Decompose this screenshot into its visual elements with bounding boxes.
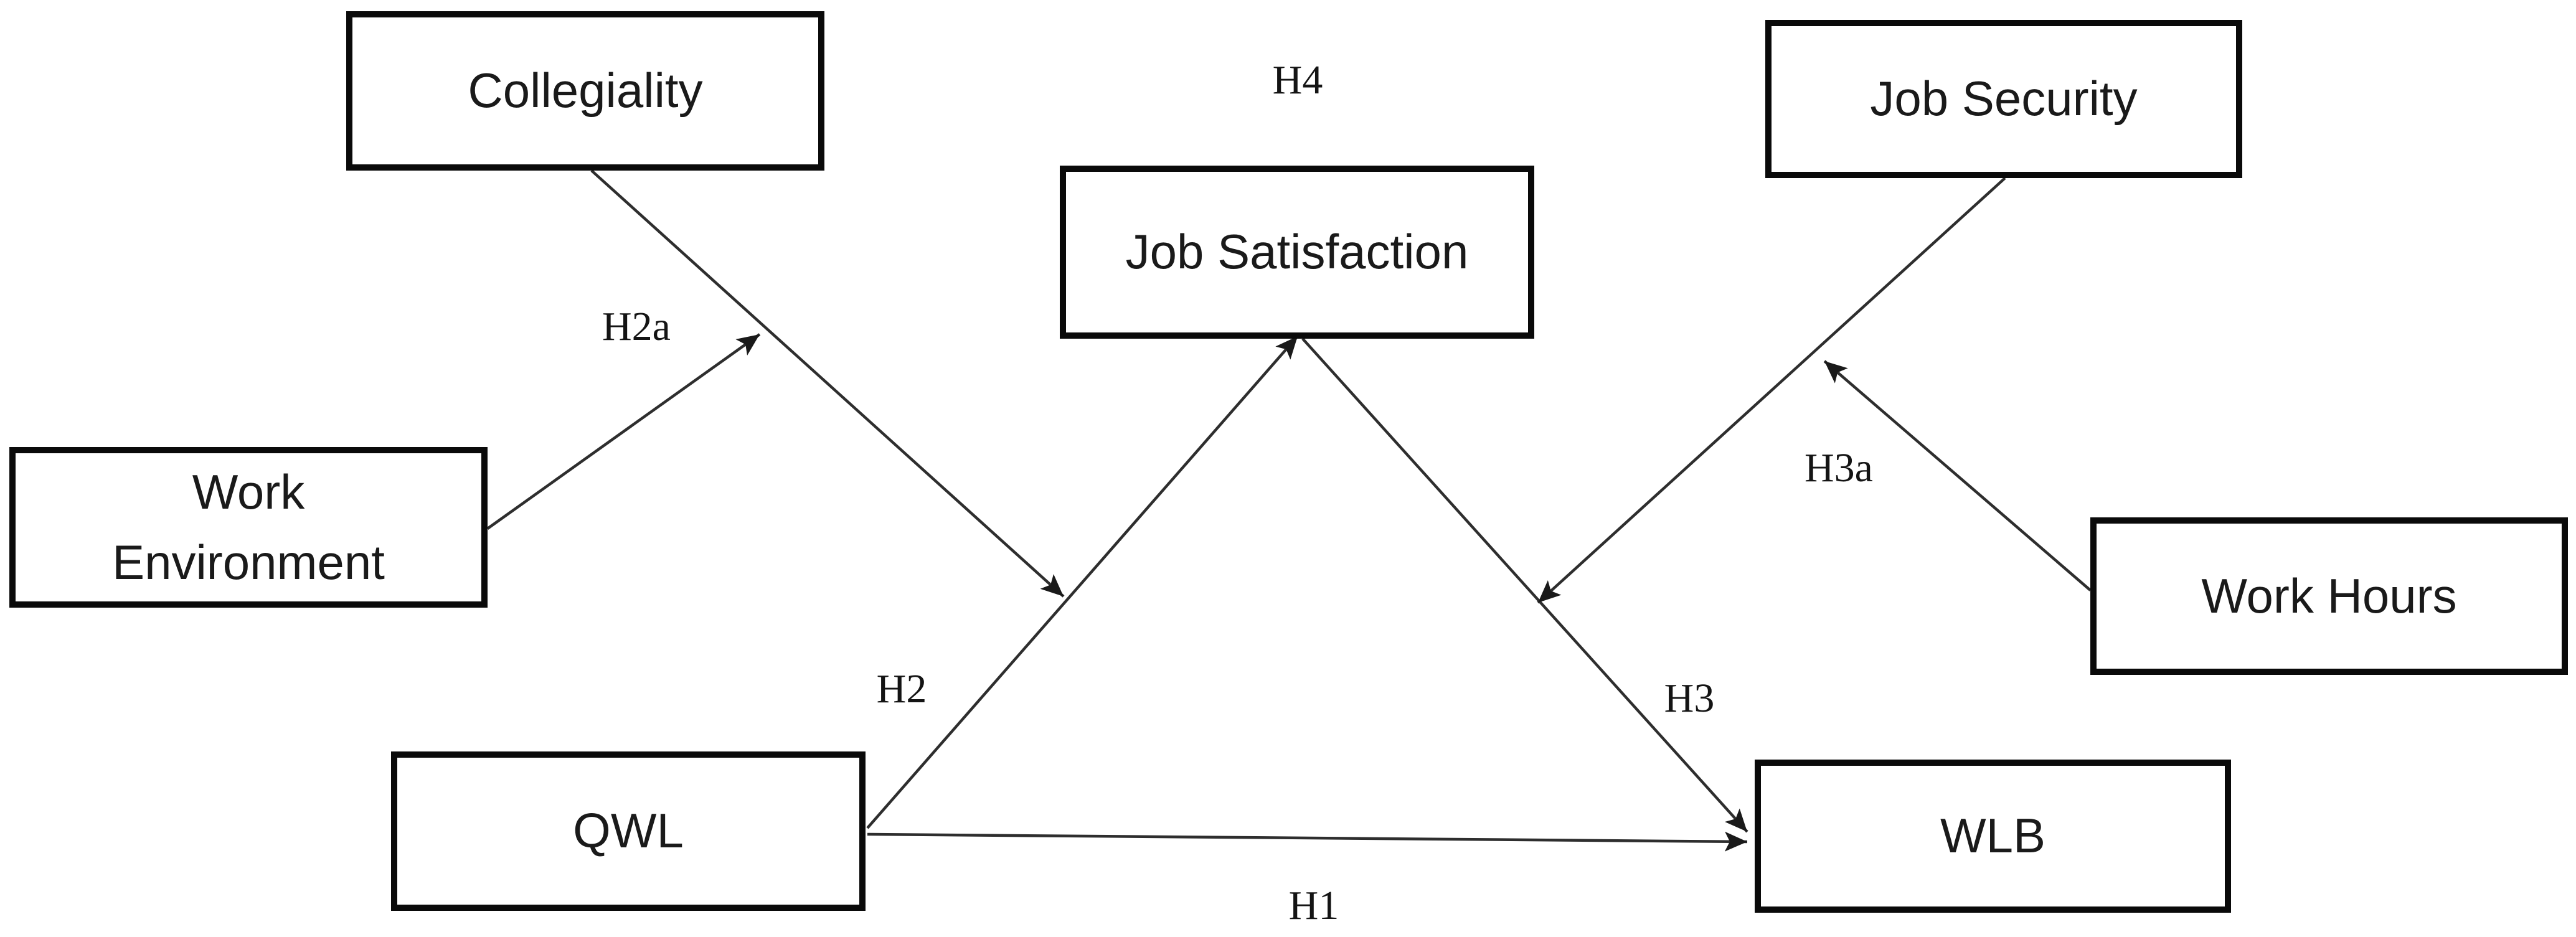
node-collegiality: Collegiality <box>346 11 824 171</box>
node-work-environment: Work Environment <box>9 447 488 608</box>
arrow-h2a-work-environment-to-collegiality-line <box>486 333 761 530</box>
arrow-h1-qwl-to-wlb <box>867 831 1748 852</box>
hypothesis-label-h3: H3 <box>1664 676 1715 721</box>
arrow-collegiality-to-h2-path <box>590 169 1065 598</box>
arrow-job-security-to-h3-path <box>1537 177 2006 604</box>
node-job-security: Job Security <box>1765 20 2242 178</box>
node-work-hours: Work Hours <box>2090 517 2568 675</box>
arrow-h3-job-satisfaction-to-wlb <box>1301 337 1748 833</box>
hypothesis-label-h3a: H3a <box>1805 445 1873 491</box>
node-qwl: QWL <box>391 751 866 911</box>
hypothesis-label-h1: H1 <box>1288 883 1339 928</box>
node-job-satisfaction: Job Satisfaction <box>1060 166 1534 339</box>
node-wlb: WLB <box>1755 760 2231 913</box>
hypothesis-label-h4: H4 <box>1272 57 1323 103</box>
hypothesis-label-h2: H2 <box>876 666 927 712</box>
arrow-h3a-work-hours-to-job-security-line <box>1823 360 2092 591</box>
arrow-h2-qwl-to-job-satisfaction <box>866 335 1299 829</box>
hypothesis-label-h2a: H2a <box>602 304 671 349</box>
